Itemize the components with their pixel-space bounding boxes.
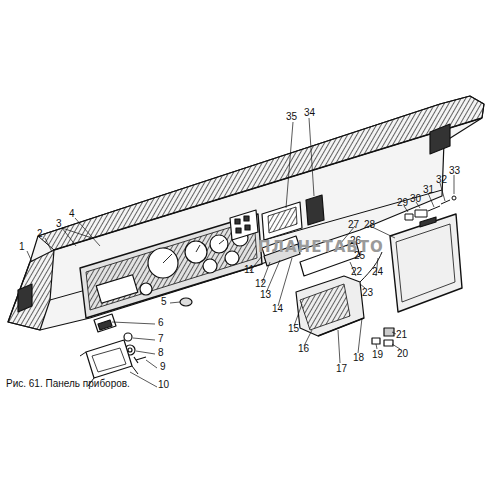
callout-number: 1 <box>19 242 25 252</box>
callout-number: 31 <box>423 185 434 195</box>
callout-number: 32 <box>436 175 447 185</box>
callout-number: 10 <box>158 380 169 390</box>
callout-number: 15 <box>288 324 299 334</box>
callout-number: 12 <box>255 279 266 289</box>
callout-number: 13 <box>260 290 271 300</box>
callout-number: 8 <box>158 348 164 358</box>
callout-number: 35 <box>286 112 297 122</box>
callout-number: 22 <box>351 267 362 277</box>
callout-number: 9 <box>160 362 166 372</box>
callout-number: 18 <box>353 353 364 363</box>
callout-number: 4 <box>69 209 75 219</box>
callout-number: 6 <box>158 318 164 328</box>
callout-number: 27 <box>348 220 359 230</box>
callout-number: 2 <box>37 229 43 239</box>
callout-number: 33 <box>449 166 460 176</box>
callout-number: 3 <box>56 219 62 229</box>
callout-number: 17 <box>336 364 347 374</box>
callout-number: 20 <box>397 349 408 359</box>
callout-number: 14 <box>272 304 283 314</box>
watermark: ПЛАНЕТАВТО <box>258 238 384 256</box>
callout-number: 5 <box>161 297 167 307</box>
callout-number: 16 <box>298 344 309 354</box>
callout-number: 7 <box>158 334 164 344</box>
callout-number: 24 <box>372 267 383 277</box>
callout-number: 11 <box>244 265 254 275</box>
callout-number: 21 <box>396 330 407 340</box>
callout-number: 29 <box>397 198 408 208</box>
callout-number: 19 <box>372 350 383 360</box>
callout-number: 30 <box>410 194 421 204</box>
figure-caption: Рис. 61. Панель приборов. <box>6 378 130 389</box>
callout-number: 34 <box>304 108 315 118</box>
callout-number: 23 <box>362 288 373 298</box>
callout-number: 28 <box>364 220 375 230</box>
